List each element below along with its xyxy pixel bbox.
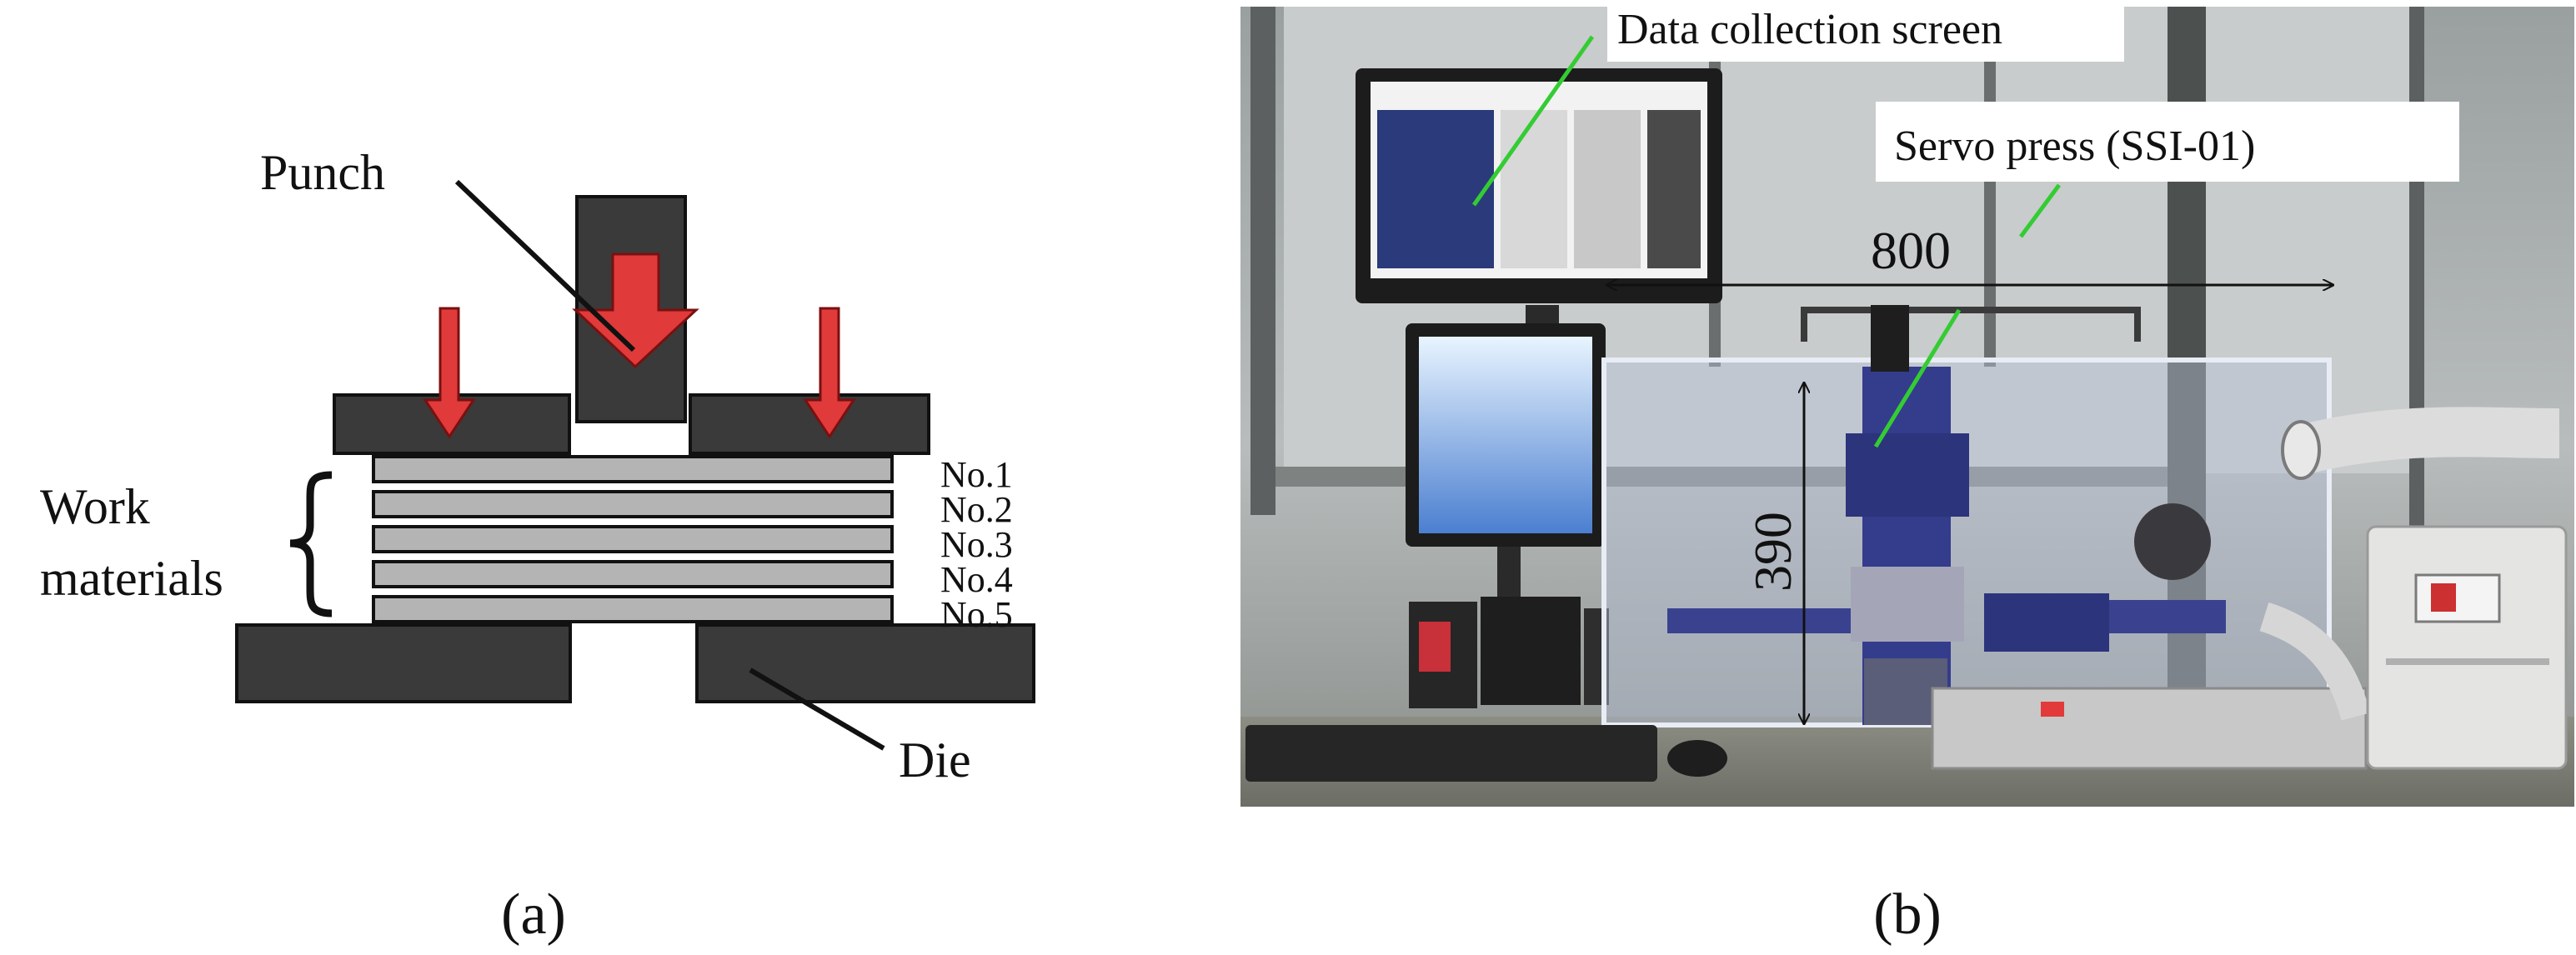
- servo-press-leader-line-lower: [1873, 308, 1962, 448]
- punch-force-arrow: [572, 252, 699, 369]
- control-screen: [1419, 337, 1592, 533]
- layer-label-no1: No.1: [940, 454, 1013, 495]
- die-left: [235, 623, 572, 703]
- caption-b: (b): [1873, 882, 1942, 947]
- mouse: [1667, 740, 1727, 777]
- layer-label-no3: No.3: [940, 524, 1013, 565]
- work-materials-label-line1: Work: [40, 479, 150, 534]
- punch-leader-line: [454, 179, 636, 352]
- die-leader-line: [749, 668, 885, 751]
- data-screen-leader-line: [1471, 35, 1595, 207]
- press-base-plate: [1931, 687, 2368, 770]
- work-material-stack: [372, 455, 894, 623]
- caption-a: (a): [501, 882, 566, 947]
- layer-label-no5: No.5: [940, 594, 1013, 635]
- panel-a-schematic: [235, 179, 1035, 751]
- dust-collector: [2366, 525, 2568, 770]
- data-screen-label-bg: [1607, 7, 2124, 62]
- air-duct-hose: [2294, 407, 2560, 475]
- layer-no3: [372, 525, 894, 553]
- holder-force-arrow-left: [423, 307, 476, 439]
- layer-no1: [372, 455, 894, 483]
- layer-label-no2: No.2: [940, 489, 1013, 530]
- punch-label: Punch: [260, 145, 385, 200]
- keyboard: [1245, 725, 1657, 782]
- servo-press-motor: [1871, 305, 1909, 372]
- die-right: [695, 623, 1035, 703]
- width-dimension-value: 800: [1871, 221, 1951, 280]
- layer-no4: [372, 560, 894, 588]
- layer-label-no4: No.4: [940, 559, 1013, 600]
- holder-force-arrow-right: [803, 307, 856, 439]
- work-materials-label-line2: materials: [40, 551, 223, 606]
- acrylic-enclosure: [1601, 358, 2332, 728]
- data-screen-label: Data collection screen: [1617, 6, 2002, 53]
- height-dimension-value: 390: [1743, 512, 1802, 592]
- die-label: Die: [899, 732, 971, 788]
- work-materials-brace: [289, 471, 333, 618]
- servo-press-label: Servo press (SSI-01): [1894, 122, 2255, 170]
- layer-no2: [372, 490, 894, 518]
- layer-no5: [372, 595, 894, 623]
- servo-press-leader-line-upper: [2018, 183, 2062, 238]
- servo-press-label-bg: [1876, 102, 2459, 182]
- spool: [2134, 503, 2211, 580]
